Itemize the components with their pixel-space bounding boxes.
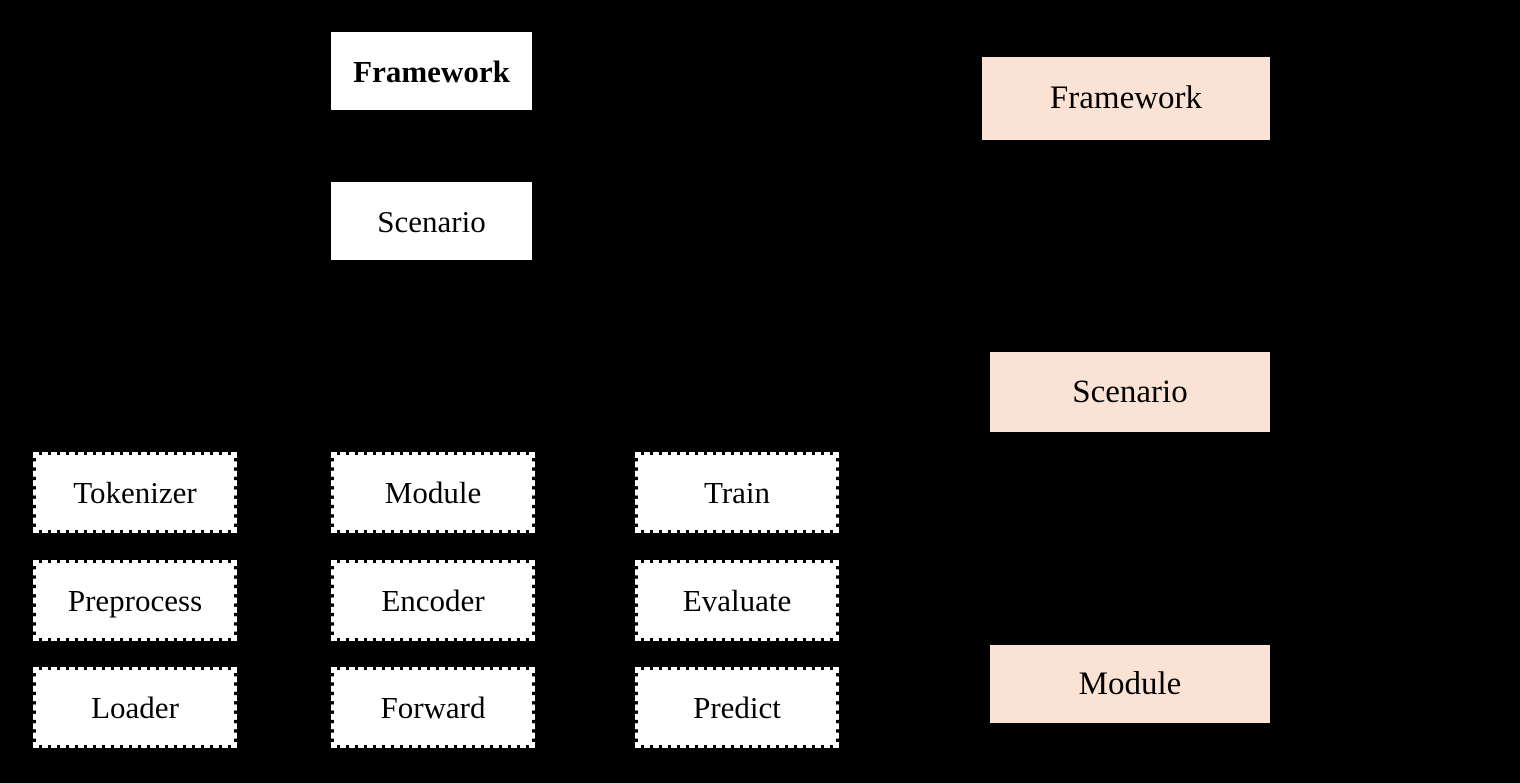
component-box-tokenizer[interactable]: Tokenizer — [33, 452, 237, 533]
node-label: Module — [1078, 665, 1182, 702]
component-box-preprocess[interactable]: Preprocess — [33, 560, 237, 641]
node-label: Train — [703, 475, 771, 510]
node-label: Scenario — [377, 203, 486, 239]
highlight-box-scenario[interactable]: Scenario — [990, 352, 1270, 432]
node-label: Framework — [1049, 80, 1203, 116]
node-label: Predict — [693, 690, 781, 725]
node-label: Tokenizer — [73, 475, 197, 510]
component-box-encoder[interactable]: Encoder — [331, 560, 535, 641]
node-label: Framework — [353, 53, 510, 89]
component-box-evaluate[interactable]: Evaluate — [635, 560, 839, 641]
highlight-box-module[interactable]: Module — [990, 645, 1270, 723]
node-label: Loader — [91, 690, 179, 725]
component-box-train[interactable]: Train — [635, 452, 839, 533]
component-box-forward[interactable]: Forward — [331, 667, 535, 748]
node-label: Encoder — [381, 583, 485, 618]
component-box-loader[interactable]: Loader — [33, 667, 237, 748]
node-label: Evaluate — [682, 583, 792, 618]
component-box-module[interactable]: Module — [331, 452, 535, 533]
highlight-box-framework[interactable]: Framework — [982, 57, 1270, 140]
component-box-predict[interactable]: Predict — [635, 667, 839, 748]
node-label: Scenario — [1072, 373, 1188, 410]
node-label: Module — [384, 475, 482, 510]
node-label: Preprocess — [67, 583, 203, 618]
hierarchy-box-scenario[interactable]: Scenario — [331, 182, 532, 260]
hierarchy-box-framework[interactable]: Framework — [331, 32, 532, 110]
node-label: Forward — [380, 690, 486, 725]
